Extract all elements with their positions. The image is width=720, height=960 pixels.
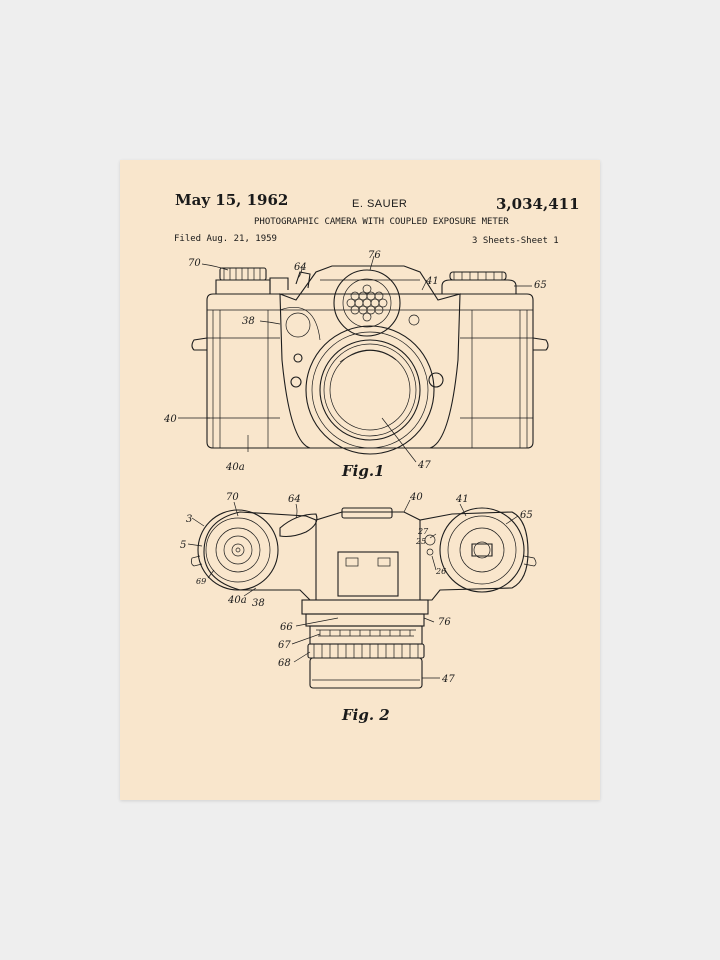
patent-title: PHOTOGRAPHIC CAMERA WITH COUPLED EXPOSUR…: [254, 217, 509, 227]
patent-number: 3,034,411: [496, 195, 580, 213]
ref-65: 65: [534, 280, 547, 291]
ref-76: 76: [368, 250, 381, 261]
ref-41: 41: [425, 276, 439, 287]
filed-date: Filed Aug. 21, 1959: [174, 234, 277, 244]
ref-47: 47: [417, 460, 431, 471]
figure-1-camera-front: 70 64 76 41 65 38 40 40a 47 Fig.1: [163, 250, 549, 480]
ref-2-25: 25: [415, 537, 426, 546]
figure-2-caption: Fig. 2: [341, 706, 390, 724]
ref-40: 40: [163, 414, 177, 425]
ref-38: 38: [242, 316, 255, 327]
ref-70: 70: [188, 258, 201, 269]
ref-2-40: 40: [409, 492, 423, 503]
ref-2-41: 41: [455, 494, 469, 505]
ref-2-69: 69: [196, 577, 206, 586]
ref-2-68: 68: [278, 658, 291, 669]
ref-2-64: 64: [288, 494, 301, 505]
ref-2-38: 38: [252, 598, 265, 609]
ref-2-27: 27: [417, 527, 429, 536]
ref-2-26: 26: [435, 567, 446, 576]
meter-cells: [346, 284, 388, 322]
ref-2-76: 76: [438, 617, 451, 628]
patent-poster: May 15, 1962 E. SAUER 3,034,411 PHOTOGRA…: [120, 160, 600, 800]
patent-date: May 15, 1962: [175, 191, 289, 209]
figure-2-camera-top: 70 64 40 41 65 3 5 27 25 26 69 40a 38 66…: [180, 492, 537, 724]
ref-40a: 40a: [225, 462, 245, 473]
inventor-name: E. SAUER: [352, 198, 408, 210]
ref-2-70: 70: [226, 492, 239, 503]
ref-2-3: 3: [186, 514, 192, 525]
patent-drawing: 70 64 76 41 65 38 40 40a 47 Fig.1: [163, 250, 549, 724]
ref-2-40a: 40a: [227, 595, 247, 606]
ref-2-65: 65: [520, 510, 533, 521]
ref-64: 64: [294, 262, 307, 273]
ref-2-47: 47: [441, 674, 455, 685]
ref-2-66: 66: [280, 622, 293, 633]
ref-2-5: 5: [180, 540, 186, 551]
figure-1-caption: Fig.1: [341, 462, 385, 480]
sheet-count: 3 Sheets-Sheet 1: [472, 236, 559, 246]
ref-2-67: 67: [278, 640, 291, 651]
